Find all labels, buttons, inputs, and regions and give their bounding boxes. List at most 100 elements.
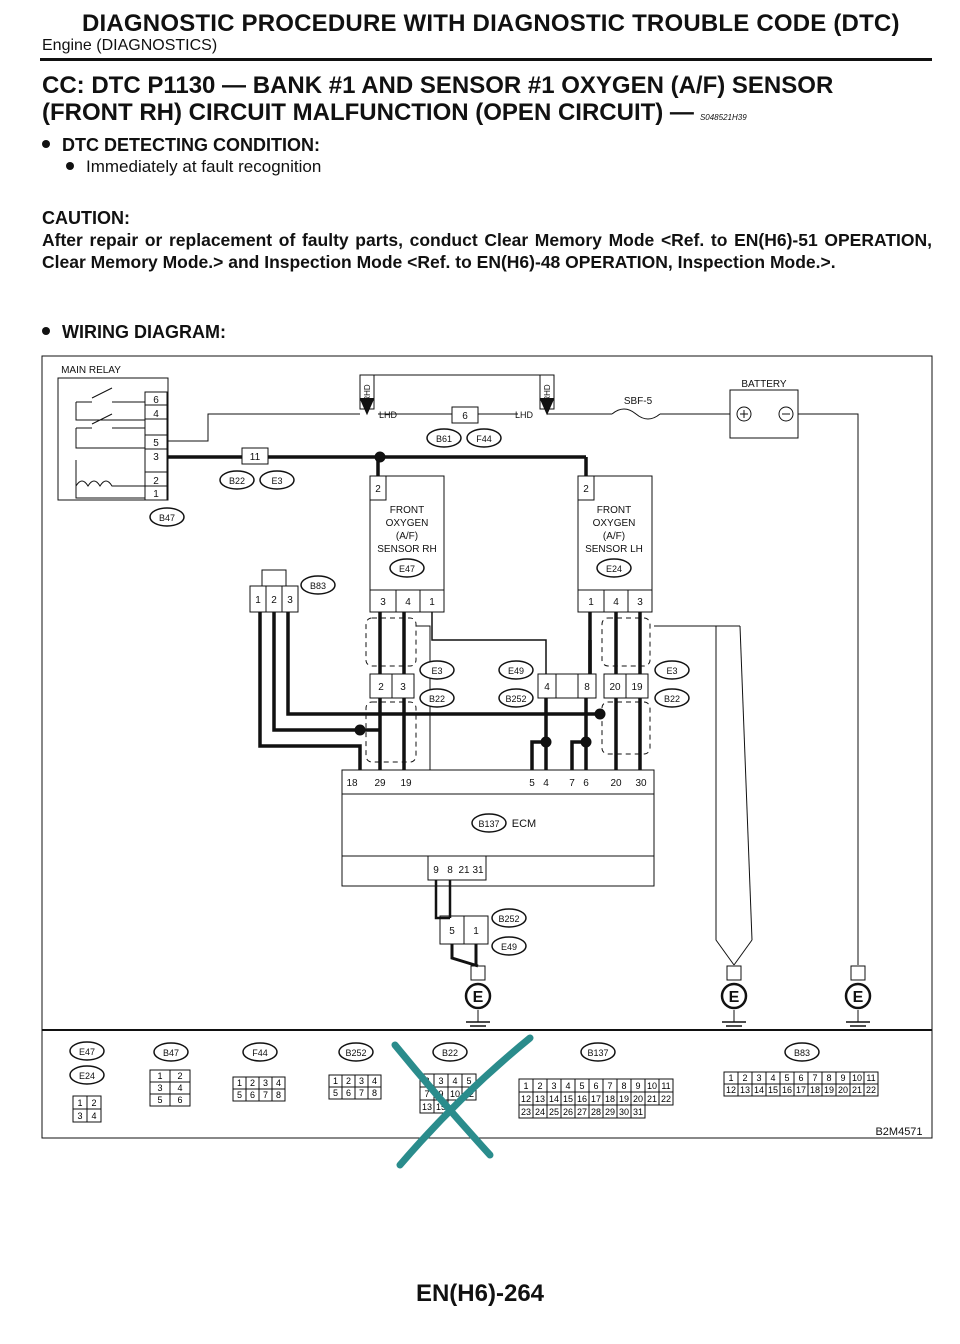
legend-b47-pin: 1	[157, 1071, 162, 1081]
lhd-label: LHD	[515, 410, 534, 420]
conn-b22: B22	[664, 694, 680, 704]
pin-label: 3	[153, 452, 159, 463]
legend-b137-pin: 25	[549, 1107, 559, 1117]
legend-e47-pin: 3	[77, 1111, 82, 1121]
bullet-icon	[66, 161, 74, 170]
legend-b137-pin: 24	[535, 1107, 545, 1117]
ground-label: E	[729, 989, 740, 1006]
pin-label: 21	[458, 865, 470, 876]
legend-b47-pin: 2	[177, 1071, 182, 1081]
sensor-rh-label: (A/F)	[396, 531, 418, 542]
pin-label: 29	[374, 778, 386, 789]
ground-icon	[720, 982, 748, 1010]
conn-b252: B252	[498, 914, 519, 924]
legend-b83-pin: 18	[810, 1085, 820, 1095]
legend-b137-pin: 22	[661, 1094, 671, 1104]
legend-b83-pin: 22	[866, 1085, 876, 1095]
legend-b252-pin: 1	[333, 1076, 338, 1086]
conn-b137: B137	[478, 819, 499, 829]
legend-f44-pin: 2	[250, 1078, 255, 1088]
legend-b83-pin: 19	[824, 1085, 834, 1095]
legend-e24: E24	[79, 1071, 95, 1081]
legend-b137-pin: 6	[593, 1081, 598, 1091]
conn-e3: E3	[666, 666, 677, 676]
condition-item: Immediately at fault recognition	[66, 157, 321, 177]
legend-b137-pin: 10	[647, 1081, 657, 1091]
header-rule	[40, 58, 932, 61]
legend-b83-pin: 4	[770, 1073, 775, 1083]
legend-b22-pin: 13	[422, 1102, 432, 1112]
legend-b252-pin: 2	[346, 1076, 351, 1086]
legend-b137-pin: 7	[607, 1081, 612, 1091]
pin-label: 4	[153, 409, 159, 420]
legend-b22-pin: 7	[424, 1089, 429, 1099]
legend-b252-pin: 6	[346, 1088, 351, 1098]
pin-label: 2	[271, 595, 277, 606]
conn-b252: B252	[505, 694, 526, 704]
legend-b137-pin: 21	[647, 1094, 657, 1104]
sensor-rh-label: FRONT	[390, 505, 424, 516]
legend-f44-pin: 8	[276, 1090, 281, 1100]
legend-f44-pin: 3	[263, 1078, 268, 1088]
legend-b22-pin: 4	[452, 1076, 457, 1086]
conn-b61: B61	[436, 434, 452, 444]
wire-relay-to-lhd	[167, 413, 360, 442]
conn-b22: B22	[229, 476, 245, 486]
pin-label: 11	[250, 452, 261, 463]
legend-b47-pin: 4	[177, 1083, 182, 1093]
pin-label: 4	[544, 682, 550, 693]
caution-heading: CAUTION:	[42, 208, 130, 228]
ground-label: E	[473, 989, 484, 1006]
conn-e3: E3	[431, 666, 442, 676]
lhd-label: LHD	[379, 410, 398, 420]
legend-b137-pin: 13	[535, 1094, 545, 1104]
section-title-line1: CC: DTC P1130 — BANK #1 AND SENSOR #1 OX…	[42, 72, 834, 99]
legend-b137-pin: 2	[537, 1081, 542, 1091]
pin-label: 3	[287, 595, 293, 606]
caution-text: After repair or replacement of faulty pa…	[42, 230, 932, 272]
legend-b47: B47	[163, 1048, 179, 1058]
sensor-lh-label: SENSOR LH	[585, 544, 643, 555]
page-number: EN(H6)-264	[415, 1280, 545, 1307]
ground-label: E	[853, 989, 864, 1006]
legend-b252-pin: 7	[359, 1088, 364, 1098]
pin-label: 1	[255, 595, 261, 606]
pin-label: 3	[380, 597, 386, 608]
sensor-lh-label: FRONT	[597, 505, 631, 516]
legend-b47-pin: 5	[157, 1095, 162, 1105]
pin-label: 1	[429, 597, 435, 608]
legend-b83-pin: 3	[756, 1073, 761, 1083]
legend-b137-pin: 27	[577, 1107, 587, 1117]
pin-label: 31	[472, 865, 484, 876]
ground-icon	[844, 982, 872, 1010]
conn-f44: F44	[476, 434, 492, 444]
sensor-rh-label: OXYGEN	[386, 518, 429, 529]
conn-b83: B83	[310, 581, 326, 591]
legend-b83-pin: 1	[728, 1073, 733, 1083]
connector-6	[451, 406, 479, 424]
legend-b83-pin: 15	[768, 1085, 778, 1095]
wire-battery-ground	[798, 413, 859, 965]
legend-b137-pin: 17	[591, 1094, 601, 1104]
pin-label: 19	[631, 682, 643, 693]
legend-b83-pin: 16	[782, 1085, 792, 1095]
legend-b83-pin: 20	[838, 1085, 848, 1095]
legend-b47-pin: 3	[157, 1083, 162, 1093]
pin-label: 8	[584, 682, 590, 693]
fuse-sbf5	[547, 408, 730, 420]
legend-b83-cell	[863, 1083, 879, 1097]
section-title-line2: (FRONT RH) CIRCUIT MALFUNCTION (OPEN CIR…	[42, 99, 694, 126]
wiring-heading: WIRING DIAGRAM:	[42, 322, 226, 343]
legend-e47: E47	[79, 1047, 95, 1057]
legend-b22-pin: 9	[438, 1089, 443, 1099]
legend-b137-cell	[658, 1091, 674, 1106]
legend-b137-pin: 9	[635, 1081, 640, 1091]
relay-pin-strip	[144, 391, 168, 501]
pin-label: 3	[400, 682, 406, 693]
pin-label: 4	[613, 597, 619, 608]
legend-e47-pin: 1	[77, 1098, 82, 1108]
conn-b47: B47	[159, 513, 175, 523]
legend-b22: B22	[442, 1048, 458, 1058]
legend-b83-pin: 6	[798, 1073, 803, 1083]
legend-b83-pin: 5	[784, 1073, 789, 1083]
